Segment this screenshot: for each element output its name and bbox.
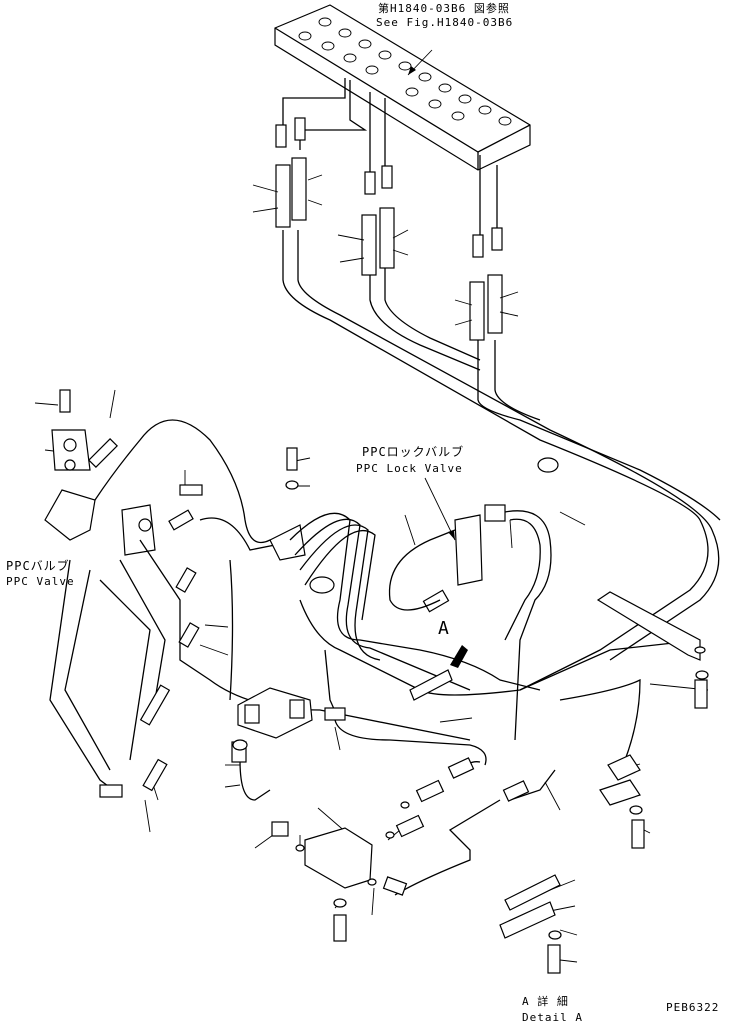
left-fittings: [88, 438, 203, 798]
ppc-valve-assembly: [44, 389, 156, 556]
ppc-valve-label-en: PPC Valve: [6, 575, 75, 588]
reference-label-en: See Fig.H1840-03B6: [376, 16, 514, 29]
ppc-lock-valve-label-en: PPC Lock Valve: [356, 462, 463, 475]
detail-a-arrow: [450, 645, 468, 668]
detail-a-marker: A: [438, 618, 450, 639]
reference-label-jp: 第H1840-03B6 図参照: [378, 2, 510, 15]
right-bracket: [596, 591, 709, 709]
drawing-number: PEB6322: [666, 1001, 720, 1014]
hose-bundle-upper: [282, 78, 721, 691]
lower-fittings: [231, 707, 645, 942]
ppc-lock-valve-label-jp: PPCロックバルブ: [362, 445, 465, 459]
ppc-valve-label-jp: PPCバルブ: [6, 559, 70, 573]
callout-leaders: [34, 174, 709, 963]
ppc-lock-valve: [388, 504, 552, 741]
lower-valve-block: [237, 687, 313, 739]
detail-a-parts: [499, 874, 562, 974]
hose-fittings-upper: [275, 117, 503, 341]
detail-a-clip: [409, 669, 453, 701]
detail-a-caption-en: Detail A: [522, 1011, 583, 1024]
ppc-valve-hoses: [49, 419, 471, 796]
control-valve-manifold: [274, 4, 531, 171]
detail-a-caption-jp: A 詳 細: [522, 995, 569, 1008]
